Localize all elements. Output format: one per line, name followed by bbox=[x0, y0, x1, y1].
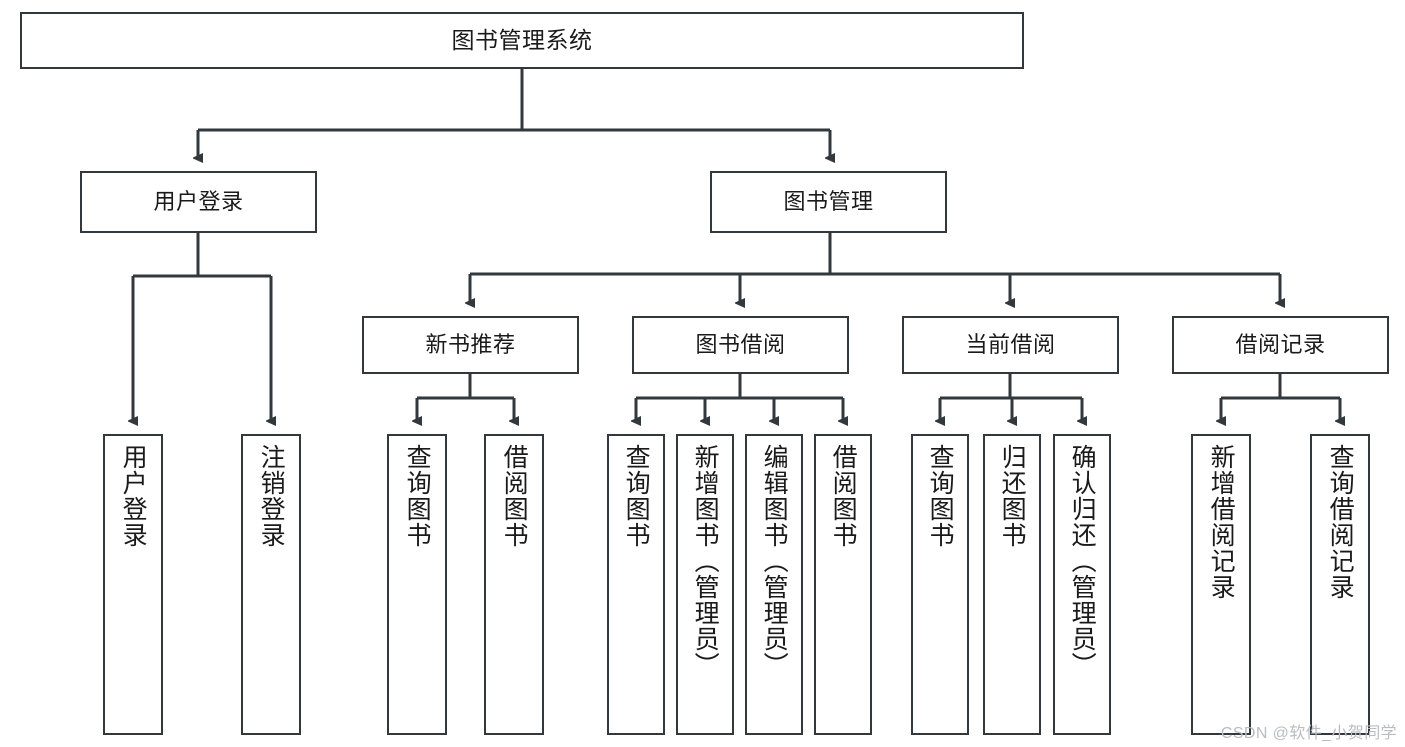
node-op-add-record[interactable]: 新增借阅记录 bbox=[1191, 434, 1251, 735]
node-op-borrow-book-2-label: 借阅图书 bbox=[829, 444, 858, 548]
node-op-query-book-3[interactable]: 查询图书 bbox=[911, 434, 969, 735]
node-op-query-record-label: 查询借阅记录 bbox=[1326, 444, 1355, 600]
node-op-query-book-1-label: 查询图书 bbox=[403, 444, 432, 548]
node-book-management[interactable]: 图书管理 bbox=[710, 171, 947, 233]
node-op-query-book-1[interactable]: 查询图书 bbox=[387, 434, 447, 735]
node-op-add-book-label: 新增图书（管理员） bbox=[691, 444, 720, 678]
node-book-borrow[interactable]: 图书借阅 bbox=[632, 316, 849, 374]
node-op-borrow-book-1-label: 借阅图书 bbox=[500, 444, 529, 548]
node-op-query-book-3-label: 查询图书 bbox=[926, 444, 955, 548]
node-op-return-book-label: 归还图书 bbox=[998, 444, 1027, 548]
node-root[interactable]: 图书管理系统 bbox=[20, 12, 1024, 69]
node-book-management-label: 图书管理 bbox=[783, 189, 874, 215]
node-op-borrow-book-1[interactable]: 借阅图书 bbox=[484, 434, 544, 735]
node-borrow-record[interactable]: 借阅记录 bbox=[1172, 316, 1389, 374]
node-op-query-record[interactable]: 查询借阅记录 bbox=[1310, 434, 1370, 735]
csdn-watermark: CSDN @软件_小贺同学 bbox=[1220, 725, 1397, 742]
node-op-confirm-return[interactable]: 确认归还（管理员） bbox=[1053, 434, 1111, 735]
node-op-logout-label: 注销登录 bbox=[257, 444, 286, 548]
node-op-query-book-2[interactable]: 查询图书 bbox=[607, 434, 665, 735]
node-op-query-book-2-label: 查询图书 bbox=[622, 444, 651, 548]
node-op-user-login[interactable]: 用户登录 bbox=[103, 434, 163, 735]
node-op-edit-book[interactable]: 编辑图书（管理员） bbox=[745, 434, 803, 735]
node-op-add-record-label: 新增借阅记录 bbox=[1207, 444, 1236, 600]
node-op-add-book[interactable]: 新增图书（管理员） bbox=[676, 434, 734, 735]
node-user-login-label: 用户登录 bbox=[153, 189, 244, 215]
node-new-book-recommend-label: 新书推荐 bbox=[425, 332, 516, 358]
node-op-edit-book-label: 编辑图书（管理员） bbox=[760, 444, 789, 678]
node-root-label: 图书管理系统 bbox=[451, 26, 593, 53]
node-op-borrow-book-2[interactable]: 借阅图书 bbox=[814, 434, 872, 735]
node-borrow-record-label: 借阅记录 bbox=[1235, 332, 1326, 358]
node-op-confirm-return-label: 确认归还（管理员） bbox=[1068, 444, 1097, 678]
node-new-book-recommend[interactable]: 新书推荐 bbox=[362, 316, 579, 374]
node-op-logout[interactable]: 注销登录 bbox=[241, 434, 301, 735]
node-user-login[interactable]: 用户登录 bbox=[80, 171, 317, 233]
node-book-borrow-label: 图书借阅 bbox=[695, 332, 786, 358]
node-op-user-login-label: 用户登录 bbox=[119, 444, 148, 548]
node-current-borrow[interactable]: 当前借阅 bbox=[902, 316, 1119, 374]
node-op-return-book[interactable]: 归还图书 bbox=[983, 434, 1041, 735]
node-current-borrow-label: 当前借阅 bbox=[965, 332, 1056, 358]
